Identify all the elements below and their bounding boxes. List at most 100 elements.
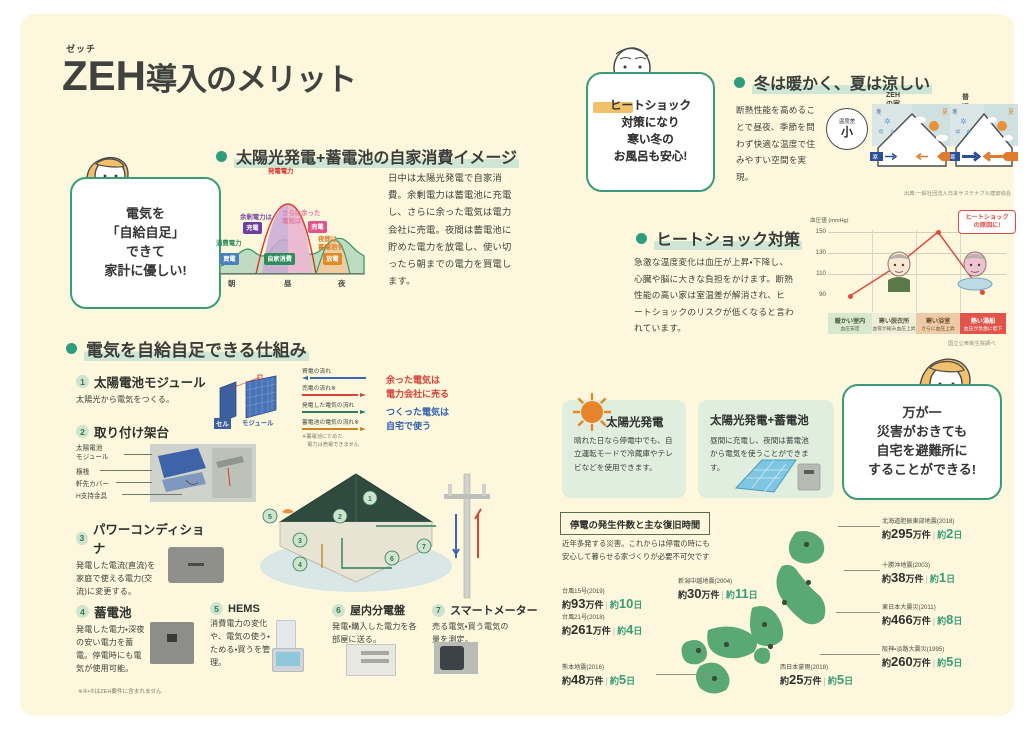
- section-winter-title: 冬は暖かく、夏は涼しい: [752, 70, 933, 94]
- event-unit: 万件: [905, 574, 924, 584]
- item-4-number: 4: [76, 605, 89, 618]
- xtick-night: 夜: [338, 279, 346, 288]
- event-days: 8: [946, 612, 954, 627]
- outage-event-typhoon15: 台風15号(2019) 約93万件|約10日: [562, 588, 643, 611]
- bp-stage-1-title: 暖かい室内: [834, 317, 866, 325]
- event-prefix: 約: [882, 616, 892, 626]
- bp-stage-2: 寒い脱衣所 血管が縮み血圧上昇: [872, 313, 916, 334]
- title-ruby: ゼッチ: [66, 44, 97, 54]
- item-6-number: 6: [332, 603, 345, 617]
- event-prefix: 約: [780, 676, 790, 686]
- label-consumption-power: 消費電力: [216, 240, 242, 247]
- bubble-household-text: 電気を 「自給自足」 できて 家計に優しい!: [104, 206, 187, 278]
- svg-text:1: 1: [368, 496, 372, 503]
- event-unit: 万件: [592, 626, 611, 636]
- pill-buy: 買電: [220, 253, 239, 265]
- card-solar-body: 晴れた日なら停電中でも、自立運転モードで冷蔵庫やテレビなどを使用できます。: [574, 436, 673, 472]
- svg-text:✲: ✲: [960, 117, 967, 126]
- bp-stage-3: 寒い浴室 さらに血圧上昇: [916, 313, 960, 334]
- event-name: 西日本豪雨(2018): [780, 664, 829, 671]
- mount-illustration: [150, 444, 256, 502]
- item-4-desc: 発電した電力・深夜の安い電力を蓄電。停電時にも電気が使用可能。: [76, 625, 145, 673]
- map-dot-niigata: [762, 622, 767, 627]
- event-name: 十勝沖地震(2003): [882, 562, 931, 569]
- xtick-morning: 朝: [228, 279, 236, 288]
- house-system-diagram: 1 2 3 4 5 6 7: [256, 454, 546, 609]
- item-5-title: HEMS: [228, 602, 260, 615]
- event-dayunit: 日: [844, 676, 854, 686]
- mechanism-item-2: 2 取り付け架台: [76, 422, 256, 441]
- event-days: 11: [734, 586, 749, 601]
- svg-text:✲: ✲: [878, 128, 884, 136]
- event-prefix2: 約: [937, 616, 947, 626]
- outage-title: 停電の発生件数と主な復旧時間: [560, 512, 711, 535]
- card-solar-battery: 太陽光発電+蓄電池 昼間に充電し、夜間は蓄電池から電気を使うことができます。: [698, 400, 834, 498]
- outage-event-hokkaido: 北海道胆振東部地震(2018) 約295万件|約2日: [882, 518, 963, 541]
- svg-text:✲: ✲: [884, 117, 891, 126]
- bp-ytick-110: 110: [816, 270, 826, 277]
- item-2-title: 取り付け架台: [94, 426, 170, 440]
- person-bathtub-icon: [956, 248, 994, 299]
- svg-text:2: 2: [338, 514, 342, 521]
- pill-sell: 売電: [308, 221, 327, 233]
- label-extra-sell: さらに余った 電気は: [282, 210, 321, 225]
- section-solar-heading: 太陽光発電+蓄電池の自家消費イメージ: [216, 144, 520, 168]
- label-cell: セル: [214, 418, 231, 429]
- event-prefix: 約: [678, 590, 688, 600]
- highlight-swatch: [593, 102, 633, 113]
- battery-photo: [150, 622, 194, 664]
- mechanism-item-5: 5 HEMS 消費電力の変化や、電気の使う・ためる・買うを管理。: [210, 602, 306, 670]
- event-prefix: 約: [882, 658, 892, 668]
- event-dayunit: 日: [953, 616, 963, 626]
- event-dayunit: 日: [633, 626, 643, 636]
- map-dot-chugoku: [696, 648, 701, 653]
- event-unit: 万件: [912, 658, 931, 668]
- hems-display-photo: [272, 648, 304, 672]
- winter-source: 出典:一般社団法人日本サステナブル建築協会: [904, 191, 1012, 197]
- event-dayunit: 日: [633, 600, 643, 610]
- mount-label-module: 太陽電池 モジュール: [76, 445, 109, 462]
- distribution-board-photo: [346, 644, 396, 676]
- map-dot-tohoku: [782, 600, 787, 605]
- solar-module-illustration: セル モジュール: [202, 374, 286, 429]
- flow-label-batt: 蓄電池の電気の流れ※: [302, 420, 360, 426]
- bubble-disaster-text: 万が一 災害がおきても 自宅を避難所に することができる!: [867, 405, 977, 477]
- event-unit: 万件: [803, 676, 822, 686]
- item-1-desc: 太陽光から電気をつくる。: [76, 395, 175, 404]
- event-unit: 万件: [701, 590, 720, 600]
- japan-map: [656, 526, 846, 702]
- heatshock-source: 国立公衆衛生院調べ: [948, 341, 996, 347]
- mount-label-bracket: H支持金具: [76, 493, 108, 500]
- bp-stage-4-title: 熱い湯船: [970, 317, 996, 325]
- event-prefix2: 約: [827, 676, 837, 686]
- bp-stage-4-sub: 血圧が急激に低下: [963, 326, 1003, 332]
- mechanism-item-3: 3 パワーコンディショナ 発電した電流(直流)を家庭で使える電力(交流)に変更す…: [76, 519, 206, 599]
- pill-discharge: 放電: [323, 253, 342, 265]
- event-prefix: 約: [882, 574, 892, 584]
- bp-point-3: [935, 229, 941, 235]
- bp-stage-4: 熱い湯船 血圧が急激に低下: [960, 313, 1006, 334]
- event-prefix: 約: [562, 676, 572, 686]
- blood-pressure-chart: 血圧値 (mmHg) 150 130 110 90: [810, 210, 1016, 334]
- bp-stage-3-title: 寒い浴室: [925, 317, 951, 325]
- item-3-number: 3: [76, 531, 88, 545]
- section-winter-heading: 冬は暖かく、夏は涼しい: [734, 70, 933, 94]
- event-count: 466: [891, 612, 913, 627]
- label-night-battery: 夜間は 蓄電池を: [318, 236, 344, 251]
- event-count: 261: [571, 622, 593, 637]
- flow-label-sell: 売電の流れ※: [302, 386, 336, 392]
- badge-line1: 温度差: [838, 118, 856, 125]
- bp-point-4: [979, 289, 985, 295]
- item-3-title: パワーコンディショナ: [92, 523, 205, 556]
- bullet-dot-icon: [216, 150, 227, 162]
- callout-sell-electricity: 余った電気は 電力会社に売る: [386, 375, 450, 399]
- bp-ytick-150: 150: [815, 228, 826, 235]
- svg-text:寒: 寒: [950, 153, 956, 161]
- event-unit: 万件: [585, 600, 604, 610]
- mount-label-rail: 横桟: [76, 469, 90, 476]
- title-rest: 導入のメリット: [146, 62, 357, 97]
- item-1-number: 1: [76, 375, 89, 388]
- bullet-dot-icon: [66, 343, 77, 354]
- sun-icon: [570, 392, 614, 441]
- mechanism-item-1: 1 太陽電池モジュール 太陽光から電気をつくる。: [76, 372, 256, 407]
